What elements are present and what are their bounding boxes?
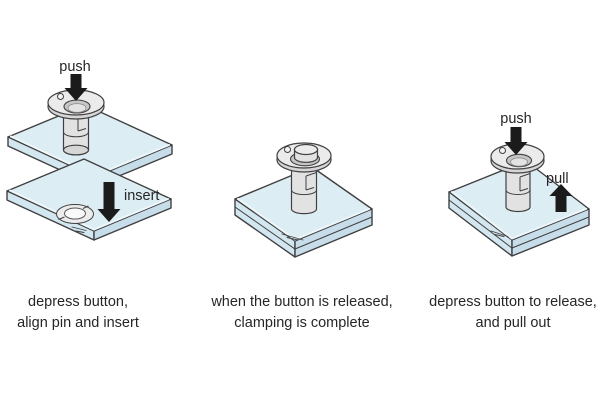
flange-pin-hole [284,146,291,153]
push-label: push [500,111,531,127]
shank-body [505,168,531,213]
push-arrow-icon [64,74,88,101]
surface-scratch-marks [490,230,509,237]
surface-scratch-marks [71,226,87,233]
flange-pin-hole [499,147,506,154]
caption-step3-line2: and pull out [476,315,551,331]
lower-plate [6,158,172,241]
fastener-shank [505,168,531,213]
fastener-button-released [293,143,319,163]
caption-step1-line1: depress button, [28,294,128,310]
fastener-shank [62,112,90,156]
caption-step2-line1: when the button is released, [210,294,392,310]
hole-ring-nicks [58,205,89,220]
fastener-flange [490,143,545,174]
lower-plate-edge-highlight [9,189,169,231]
caption-step1-line2: align pin and insert [17,315,139,331]
lower-plate-right-face [93,198,172,241]
button-top-depressed [510,157,528,167]
figure-step-release: push pull depress button to release, and… [429,111,597,331]
push-arrow-icon [504,127,528,155]
insert-arrow-icon [97,182,121,222]
plate-seam-line [234,206,373,250]
surface-scratch-marks [281,233,304,241]
shank-end-cap [62,144,90,156]
insert-label: insert [124,188,159,204]
shank-notch [305,172,317,191]
fastener-shank [290,167,318,215]
caption-step3-line1: depress button to release, [429,294,597,310]
pull-label: pull [546,171,569,187]
shank-body [290,167,318,215]
caption-step2-line2: clamping is complete [234,315,369,331]
button-top-depressed [67,103,87,113]
push-label: push [59,59,90,75]
mounting-hole-ring [56,204,94,224]
pull-arrow-icon [549,184,573,212]
shank-band-line [63,131,89,138]
shank-notch [519,173,531,192]
plate-seam-line [448,199,590,249]
figure-step-clamped: when the button is released, clamping is… [210,142,393,331]
button-top [293,143,319,156]
flange-pin-hole [57,93,64,100]
clamped-plates-edge-highlight [451,191,587,240]
fastener-flange [276,142,332,173]
hole-ring-inner [64,207,86,220]
shank-band-line [505,189,531,195]
figure-step-insert: push insert depress button, align pin an… [6,59,173,331]
shank-band-line [291,189,317,196]
